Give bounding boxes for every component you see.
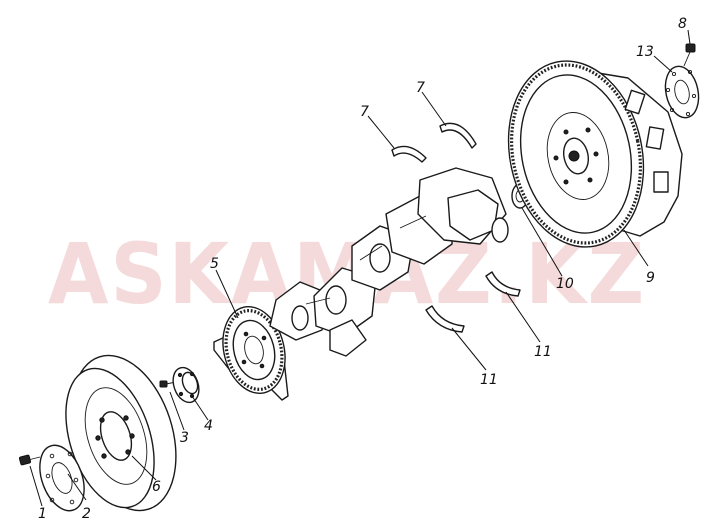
pulley-damper-icon <box>65 354 177 512</box>
hub-flange-icon <box>172 366 200 404</box>
callout-11a: 11 <box>534 344 552 360</box>
callout-10: 10 <box>556 276 574 292</box>
callout-3: 3 <box>180 430 189 446</box>
bolt-icon <box>18 454 41 466</box>
callout-8: 8 <box>678 16 687 32</box>
callout-5: 5 <box>210 256 219 272</box>
callout-2: 2 <box>82 506 91 522</box>
crankshaft-icon <box>269 167 509 357</box>
callout-6: 6 <box>152 479 161 495</box>
callout-7b: 7 <box>416 80 425 96</box>
washer-plate-icon <box>39 444 85 512</box>
thrust-half-washer-icon <box>391 122 477 163</box>
leader-lines <box>29 29 691 507</box>
callout-1: 1 <box>38 506 47 522</box>
flywheel-icon <box>507 60 683 248</box>
thrust-half-washer-icon <box>425 271 521 333</box>
lock-plate-icon <box>664 65 700 119</box>
callout-11b: 11 <box>480 372 498 388</box>
callout-4: 4 <box>204 418 213 434</box>
callout-7a: 7 <box>360 104 369 120</box>
callout-labels: 1 2 3 4 5 6 7 7 8 9 10 11 11 13 <box>38 16 687 522</box>
callout-9: 9 <box>646 270 655 286</box>
flywheel-bolt-icon <box>683 43 696 67</box>
callout-13: 13 <box>636 44 654 60</box>
front-gear-icon <box>213 305 289 401</box>
